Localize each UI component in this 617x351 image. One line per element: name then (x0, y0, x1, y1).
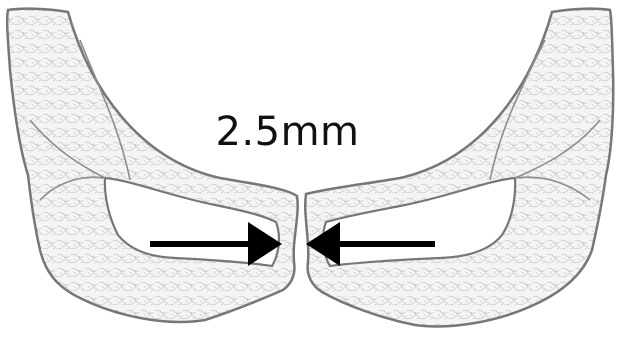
measurement-label: 2.5mm (205, 108, 370, 156)
left-bone (7, 9, 298, 322)
right-bone (305, 9, 613, 327)
right-bone-body (305, 9, 613, 327)
left-bone-body (7, 9, 298, 322)
